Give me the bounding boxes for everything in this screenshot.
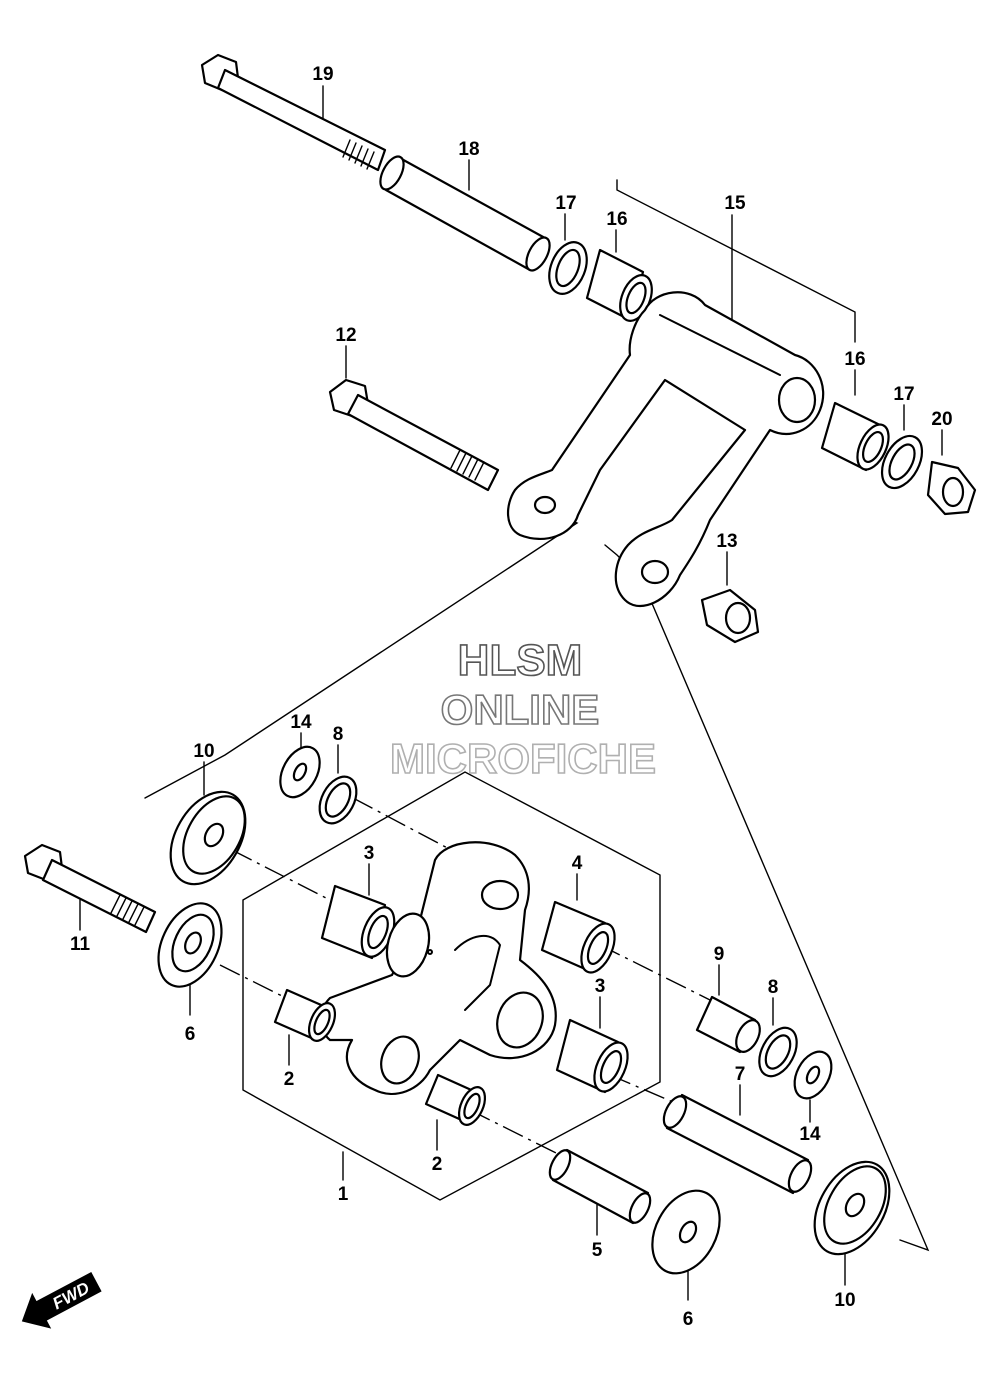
spacer-5 <box>548 1148 652 1225</box>
needle-bearing-3-lower <box>555 1018 629 1094</box>
callout-16: 16 <box>606 209 627 230</box>
callout-19: 19 <box>312 64 333 85</box>
watermark-line-1: HLSM <box>458 636 583 685</box>
callout-11: 11 <box>70 934 91 955</box>
callout-5: 5 <box>592 1240 603 1261</box>
callout-4: 4 <box>572 853 583 874</box>
dust-cover-upper <box>169 790 247 886</box>
callout-18: 18 <box>458 139 479 160</box>
short-spacer <box>695 995 761 1054</box>
callout-13: 13 <box>716 531 737 552</box>
watermark-line-2: ONLINE <box>441 686 600 733</box>
callout-6: 6 <box>683 1309 694 1330</box>
fwd-direction-arrow: FWD <box>21 1271 102 1329</box>
lock-nut-right <box>926 460 977 516</box>
callout-3: 3 <box>364 843 375 864</box>
seal-washer-bottom <box>651 1189 721 1275</box>
callout-14: 14 <box>290 712 312 733</box>
watermark-line-3: MICROFICHE <box>390 735 656 782</box>
callout-8: 8 <box>768 977 779 998</box>
callout-10: 10 <box>193 741 214 762</box>
needle-bearing-2-left <box>273 988 337 1042</box>
watermark: HLSM ONLINE MICROFICHE <box>389 635 657 783</box>
callout-3: 3 <box>595 976 606 997</box>
callout-6: 6 <box>185 1024 196 1045</box>
callout-8: 8 <box>333 724 344 745</box>
cushion-lever-bolt <box>23 843 157 934</box>
long-bolt <box>200 53 387 172</box>
long-spacer <box>662 1093 813 1195</box>
seal-washer-left <box>157 902 223 988</box>
oil-seal-lower <box>758 1026 798 1078</box>
callout-17: 17 <box>555 193 576 214</box>
thrust-washer-lower <box>793 1050 833 1100</box>
needle-bearing-right <box>820 401 890 472</box>
dust-cover-lower <box>813 1160 891 1256</box>
callout-10: 10 <box>834 1290 855 1311</box>
needle-bearing-4 <box>540 900 616 974</box>
callout-17: 17 <box>893 384 914 405</box>
cushion-lever-body <box>319 841 557 1095</box>
needle-bearing-2-right <box>424 1073 487 1126</box>
callout-14: 14 <box>799 1124 821 1145</box>
callout-2: 2 <box>284 1069 295 1090</box>
oil-seal-upper <box>318 775 358 825</box>
needle-bearing-3-upper <box>320 884 396 960</box>
callout-20: 20 <box>931 409 952 430</box>
callout-12: 12 <box>335 325 356 346</box>
lock-nut-lower <box>700 588 760 644</box>
callout-15: 15 <box>724 193 746 214</box>
seal-ring-upper <box>548 241 588 295</box>
callout-16: 16 <box>844 349 865 370</box>
thrust-washer-upper <box>279 745 321 799</box>
callout-labels: 19 18 17 16 15 16 17 20 12 13 14 8 10 3 … <box>70 64 953 1330</box>
fwd-arrow-icon <box>21 1271 102 1329</box>
callout-9: 9 <box>714 944 725 965</box>
connecting-rod-assembly <box>507 291 825 608</box>
link-bolt <box>328 378 500 492</box>
seal-ring-right <box>880 434 924 490</box>
pivot-sleeve <box>379 155 551 272</box>
callout-7: 7 <box>735 1064 746 1085</box>
callout-2: 2 <box>432 1154 443 1175</box>
callout-1: 1 <box>338 1184 349 1205</box>
